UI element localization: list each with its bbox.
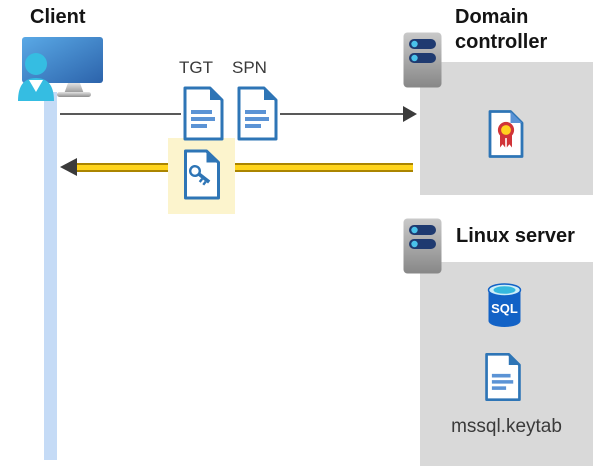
- spn-label: SPN: [232, 58, 267, 77]
- sql-icon-label: SQL: [491, 301, 518, 316]
- client-monitor-user-icon: [18, 37, 103, 101]
- client-title: Client: [30, 6, 86, 28]
- request-arrowhead-icon: [403, 106, 417, 122]
- ticket-arrowhead-icon: [60, 158, 77, 176]
- client-lifeline: [44, 92, 57, 460]
- keytab-file-label: mssql.keytab: [451, 416, 562, 437]
- linux-server-server-icon: [403, 218, 442, 274]
- certificate-document-icon: [488, 110, 524, 158]
- tgt-label: TGT: [179, 58, 213, 77]
- request-arrow-line: [280, 113, 404, 115]
- key-ticket-document-icon: [184, 149, 220, 200]
- key-icon: [188, 165, 211, 186]
- linux-server-title: Linux server: [456, 225, 575, 247]
- spn-document-icon: [235, 86, 280, 141]
- domain-controller-title: Domain controller: [455, 6, 548, 53]
- ticket-arrow-line: [76, 163, 413, 172]
- domain-controller-server-icon: [403, 32, 442, 88]
- tgt-document-icon: [181, 86, 226, 141]
- person-head: [25, 53, 47, 75]
- keytab-document-icon: [483, 352, 523, 402]
- sql-database-icon: SQL: [487, 283, 522, 327]
- request-arrow-line: [60, 113, 181, 115]
